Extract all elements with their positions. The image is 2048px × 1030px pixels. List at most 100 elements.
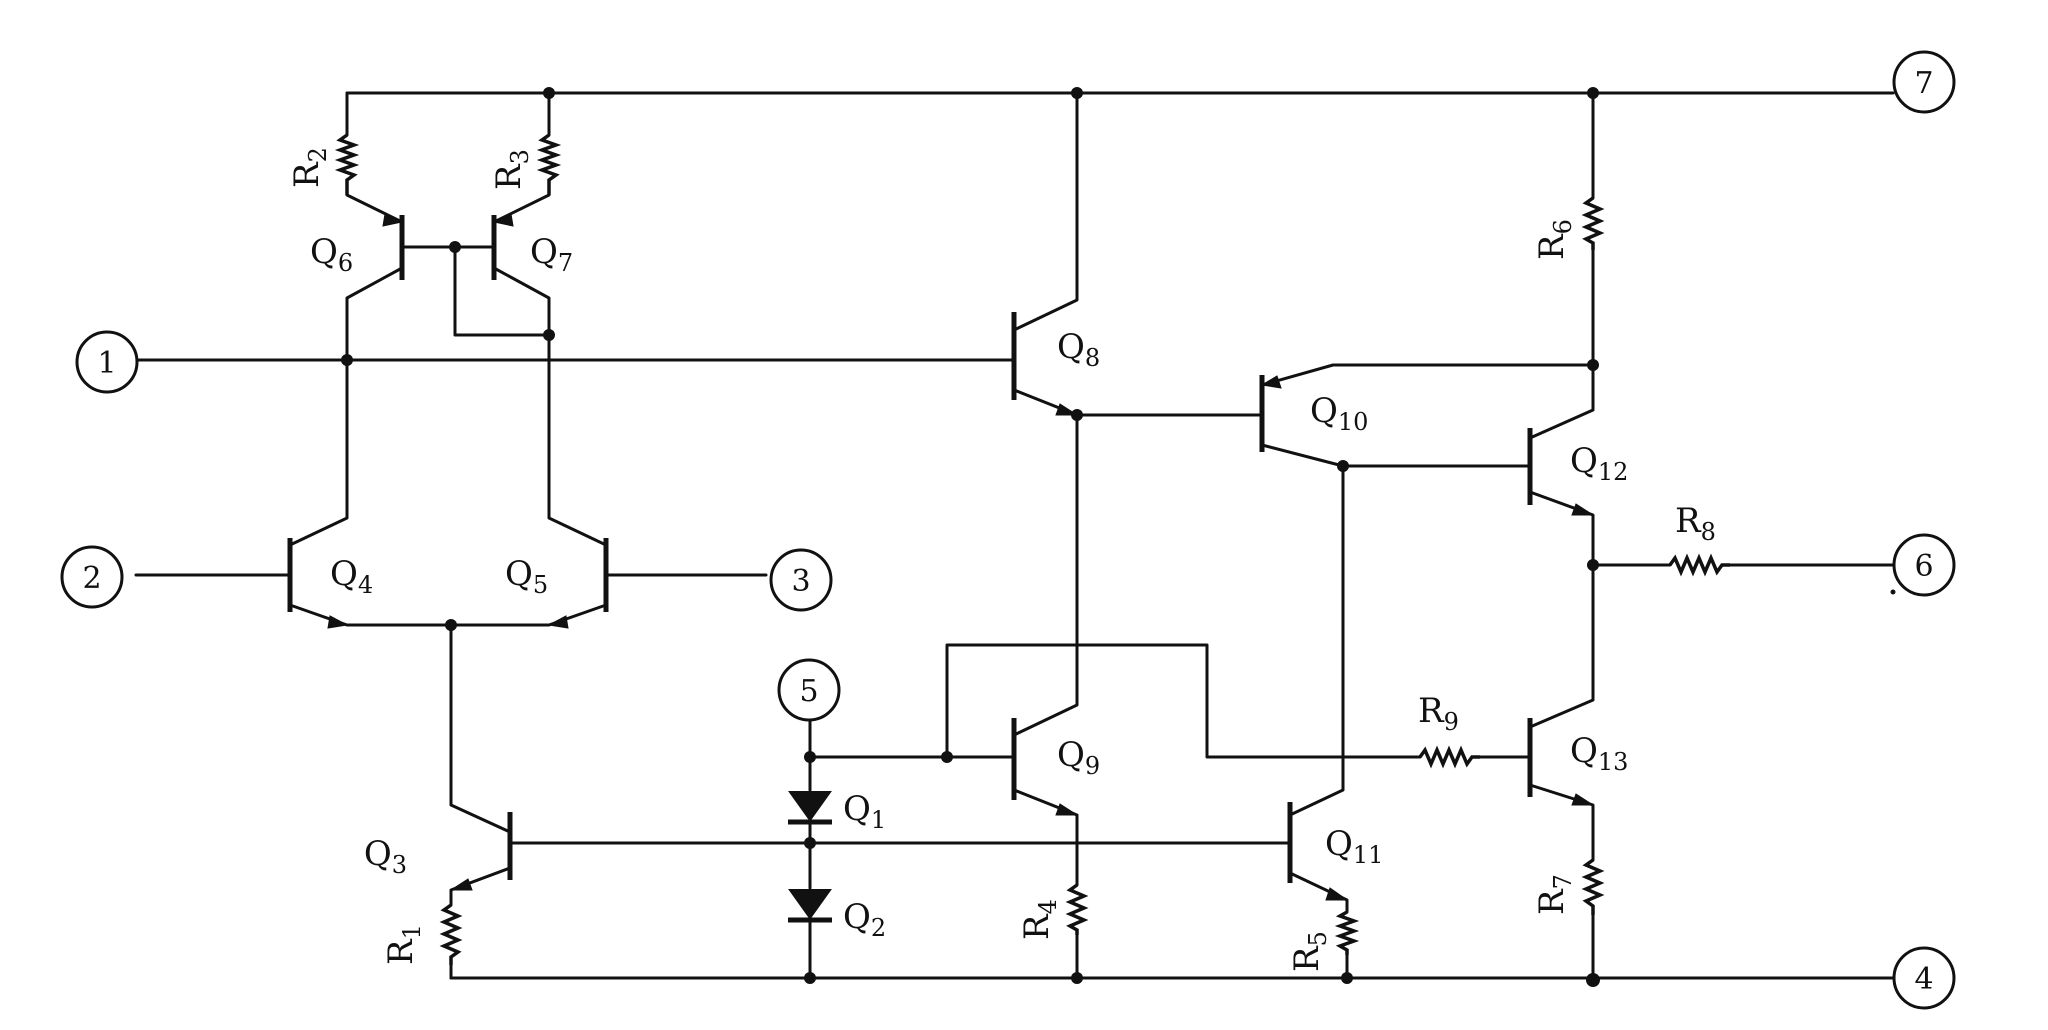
resistor-r7 [1581, 858, 1605, 915]
resistor-r3 [536, 133, 562, 195]
q5-emitter-arrow [547, 615, 569, 629]
resistor-r4 [1065, 883, 1089, 935]
emitter-arrows [327, 213, 1595, 901]
label-q4: Q4 [330, 554, 373, 599]
wire-q13-emitter [1528, 783, 1595, 862]
resistor-r1 [439, 903, 463, 965]
wire-q12-collector [1528, 248, 1595, 440]
terminal-label: 7 [1914, 66, 1933, 101]
wire-q11-emitter [1288, 871, 1349, 914]
junction-dot [449, 241, 461, 253]
junction-dot [543, 87, 555, 99]
label-q3: Q3 [364, 834, 407, 879]
wire-q7-collector [492, 266, 551, 337]
terminal-4: 4 [1892, 946, 1956, 1010]
terminal-6: 6 [1892, 533, 1956, 597]
terminal-label: 3 [791, 564, 810, 599]
junction-dot [1586, 973, 1600, 987]
label-q7: Q7 [530, 232, 573, 277]
label-r1: R1 [381, 924, 426, 965]
resistors [334, 133, 1730, 965]
junction-dot [1337, 460, 1349, 472]
junction-dot [1587, 359, 1599, 371]
label-q5: Q5 [505, 554, 548, 599]
junction-dot [1890, 589, 1896, 595]
label-r5: R5 [1287, 931, 1332, 972]
junction-dots [341, 87, 1896, 987]
terminal-label: 6 [1914, 549, 1933, 584]
label-r6: R6 [1532, 219, 1577, 260]
wire-q9-emitter [1012, 788, 1079, 887]
wire-q4-collector [288, 358, 349, 547]
label-q12: Q12 [1570, 441, 1628, 486]
label-q8: Q8 [1057, 327, 1100, 372]
transistor-bars [287, 215, 1533, 883]
wire-feedback-loop [945, 643, 1422, 759]
terminal-label: 4 [1914, 962, 1933, 997]
wires [134, 91, 1895, 980]
junction-dot [804, 751, 816, 763]
label-r7: R7 [1532, 874, 1577, 915]
resistor-r8 [1668, 553, 1730, 577]
q3-emitter-arrow [449, 878, 473, 891]
label-q13: Q13 [1570, 731, 1628, 776]
diode-q2 [788, 889, 832, 923]
q7-emitter-arrow [492, 213, 514, 227]
wire-q3-collector [449, 623, 512, 834]
resistor-labels: R1 R2 R3 R4 R5 R6 R7 R8 R9 [287, 147, 1716, 972]
label-q11: Q11 [1325, 824, 1383, 869]
resistor-r2 [334, 133, 360, 195]
label-q9: Q9 [1057, 735, 1100, 780]
resistor-r6 [1581, 196, 1605, 250]
junction-dot [804, 837, 816, 849]
terminal-5: 5 [777, 658, 841, 722]
junction-dot [804, 972, 816, 984]
label-r2: R2 [287, 147, 332, 188]
wire-q5-collector [547, 333, 608, 547]
q6-emitter-arrow [382, 213, 404, 227]
label-q1: Q1 [843, 789, 886, 834]
junction-dot [445, 619, 457, 631]
terminal-3: 3 [769, 548, 833, 612]
resistor-r5 [1334, 910, 1360, 955]
label-r3: R3 [489, 149, 534, 190]
label-r4: R4 [1017, 899, 1062, 940]
terminal-2: 2 [60, 545, 124, 609]
terminals: 1 2 3 4 5 6 7 [60, 50, 1956, 1010]
q13-emitter-arrow [1571, 793, 1595, 806]
junction-dot [543, 329, 555, 341]
wire-q10-collector [1260, 443, 1532, 468]
q11-emitter-arrow [1325, 887, 1349, 901]
wire-q13-collector [1528, 563, 1595, 729]
junction-dot [941, 751, 953, 763]
terminal-label: 5 [799, 674, 818, 709]
junction-dot [1071, 409, 1083, 421]
terminal-7: 7 [1892, 50, 1956, 114]
label-r8: R8 [1675, 501, 1716, 546]
wire-q8-collector [1012, 91, 1079, 332]
diodes [788, 791, 832, 923]
transistor-labels: Q3 Q4 Q5 Q6 Q7 Q8 Q9 Q10 Q11 Q12 Q13 [310, 232, 1628, 879]
label-q2: Q2 [843, 897, 886, 942]
wire-q10-emitter [1260, 363, 1595, 387]
junction-dot [1587, 559, 1599, 571]
label-r9: R9 [1418, 691, 1459, 736]
q4-emitter-arrow [327, 615, 349, 629]
wire-q7-diode [453, 245, 551, 337]
wire-q12-emitter [1528, 490, 1595, 567]
wire-q11-collector [1288, 464, 1345, 817]
q10-emitter-arrow [1260, 375, 1282, 389]
junction-dot [1341, 972, 1353, 984]
junction-dot [341, 354, 353, 366]
resistor-r9 [1418, 745, 1480, 769]
wire-q6-collector [345, 266, 404, 362]
q12-emitter-arrow [1571, 503, 1595, 516]
terminal-label: 2 [82, 561, 101, 596]
junction-dot [1071, 972, 1083, 984]
label-q6: Q6 [310, 232, 353, 277]
q9-emitter-arrow [1055, 803, 1079, 816]
diode-labels: Q1 Q2 [843, 789, 886, 942]
wire-q8-to-q9 [1012, 413, 1079, 737]
